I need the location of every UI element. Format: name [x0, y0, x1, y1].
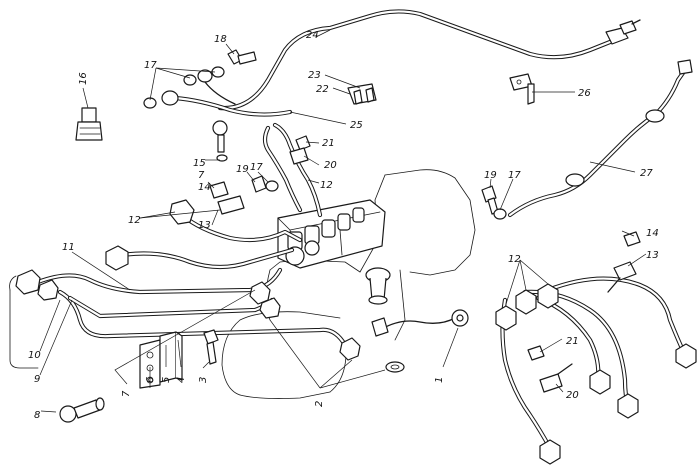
clip-bracket-22-23 [347, 83, 377, 105]
clamp-bolt-8 [59, 397, 105, 423]
callout-9: 9 [34, 374, 40, 385]
callout-17-top: 17 [144, 60, 157, 71]
callout-5: 5 [161, 377, 172, 383]
high-pressure-pipes-left [35, 212, 348, 348]
bolt-18 [227, 49, 257, 65]
pipes-12-right [500, 276, 688, 451]
callout-21-centre: 21 [322, 138, 335, 149]
bolt-19-right [481, 185, 507, 220]
callout-14-right: 14 [646, 228, 659, 239]
right-pipe-union-nuts [495, 283, 697, 465]
clip-21-centre [295, 135, 311, 151]
clamp-20-right [539, 363, 573, 393]
callout-10: 10 [28, 350, 41, 361]
clip-21-right [527, 345, 545, 361]
clip-14-centre [209, 181, 229, 199]
left-pipe-union-nuts [15, 199, 361, 361]
clamp-13-right [607, 261, 637, 293]
callout-21-right: 21 [566, 336, 579, 347]
clip-14-right [623, 231, 641, 247]
pump-filler-cap [365, 267, 391, 305]
bolt-19-centre [251, 175, 279, 193]
callout-14-centre: 14 [198, 182, 211, 193]
callout-4: 4 [176, 377, 187, 383]
callout-17-centre: 17 [250, 162, 263, 173]
callout-15: 15 [193, 158, 206, 169]
callout-8: 8 [34, 410, 40, 421]
callout-6: 6 [145, 377, 156, 383]
bracket-26 [509, 73, 535, 105]
leader-lines [39, 29, 647, 413]
callout-20-right: 20 [566, 390, 579, 401]
callout-26: 26 [578, 88, 591, 99]
fuel-pipe-27 [507, 59, 693, 218]
washers-17-top [143, 66, 225, 109]
callout-7-upper: 7 [198, 170, 205, 181]
clip-13-centre [217, 195, 245, 215]
callout-19-centre: 19 [236, 164, 249, 175]
callout-20-centre: 20 [324, 160, 337, 171]
sealing-washer-2 [385, 361, 405, 373]
callout-11: 11 [62, 242, 75, 253]
callout-18: 18 [214, 34, 227, 45]
callout-27: 27 [640, 168, 653, 179]
callout-17-right: 17 [508, 170, 521, 181]
pipe-clamp-plates [139, 331, 183, 389]
banjo-bolt-3 [203, 329, 219, 365]
callout-12-left: 12 [128, 215, 141, 226]
callout-25: 25 [350, 120, 363, 131]
callout-numbers: 1 2 3 4 5 6 7 7 8 9 10 11 12 12 12 13 13… [28, 30, 659, 421]
callout-13-right: 13 [646, 250, 659, 261]
fuel-pipe-24 [217, 9, 641, 111]
leak-off-line [371, 309, 469, 337]
callout-12-right: 12 [508, 254, 521, 265]
injector-fitting-16 [75, 107, 103, 141]
pipe-12-centre [262, 122, 323, 218]
callout-7-lower: 7 [121, 390, 132, 397]
callout-19-right: 19 [484, 170, 497, 181]
bolt-15 [212, 120, 228, 162]
callout-12-centre: 12 [320, 180, 333, 191]
callout-16: 16 [78, 72, 89, 85]
callout-2: 2 [314, 401, 325, 407]
callout-22: 22 [316, 84, 329, 95]
callout-24: 24 [306, 30, 319, 41]
callout-13-centre: 13 [198, 220, 211, 231]
callout-1: 1 [434, 377, 445, 383]
clamp-20-centre [289, 147, 309, 165]
fuel-pipe-25 [161, 69, 293, 117]
callout-23: 23 [308, 70, 321, 81]
callout-3: 3 [198, 377, 209, 383]
pump-outlet-unions [285, 207, 365, 266]
